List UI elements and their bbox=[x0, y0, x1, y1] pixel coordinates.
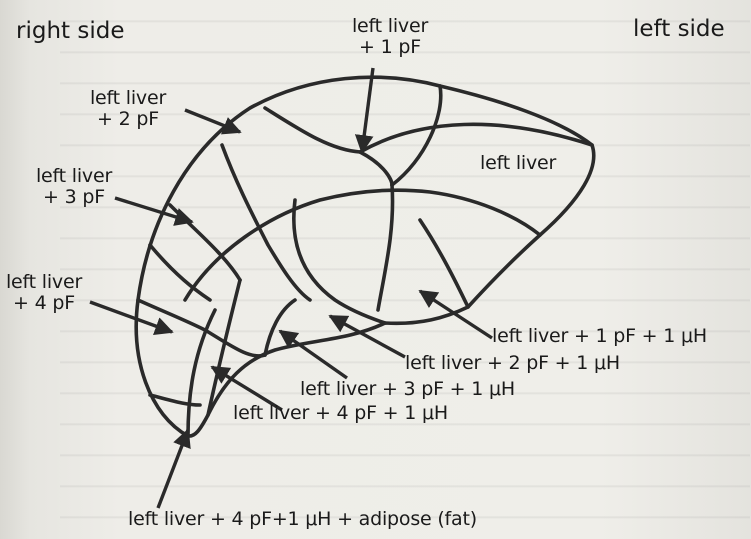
label-left-liver-4pf-1uh: left liver + 4 pF + 1 μH bbox=[233, 403, 448, 424]
label-left-liver-1pf: left liver + 1 pF bbox=[340, 16, 440, 58]
label-left-liver-1pf-1uh: left liver + 1 pF + 1 μH bbox=[492, 326, 707, 347]
label-left-liver-4pf: left liver + 4 pF bbox=[0, 272, 88, 314]
label-left-liver-adipose: left liver + 4 pF+1 μH + adipose (fat) bbox=[128, 509, 477, 530]
arrow-4pf bbox=[90, 302, 172, 332]
label-left-liver-2pf-1uh: left liver + 2 pF + 1 μH bbox=[405, 353, 620, 374]
left-side-label: left side bbox=[633, 16, 725, 42]
label-left-liver-3pf: left liver + 3 pF bbox=[26, 166, 122, 208]
boundary-mid-a bbox=[294, 200, 385, 323]
arrow-h1 bbox=[420, 291, 492, 338]
label-left-liver-region: left liver bbox=[480, 153, 556, 174]
arrow-fat bbox=[158, 430, 188, 508]
right-side-label: right side bbox=[16, 18, 124, 44]
boundary-mid-b bbox=[378, 185, 393, 310]
label-left-liver-3pf-1uh: left liver + 3 pF + 1 μH bbox=[300, 379, 515, 400]
boundary-low-a bbox=[150, 245, 210, 300]
arrow-3pf bbox=[115, 198, 192, 222]
label-left-liver-2pf: left liver + 2 pF bbox=[80, 88, 176, 130]
arrow-1pf bbox=[362, 68, 373, 152]
lobe-left-liver bbox=[360, 124, 592, 152]
boundary-3pf bbox=[170, 205, 240, 280]
